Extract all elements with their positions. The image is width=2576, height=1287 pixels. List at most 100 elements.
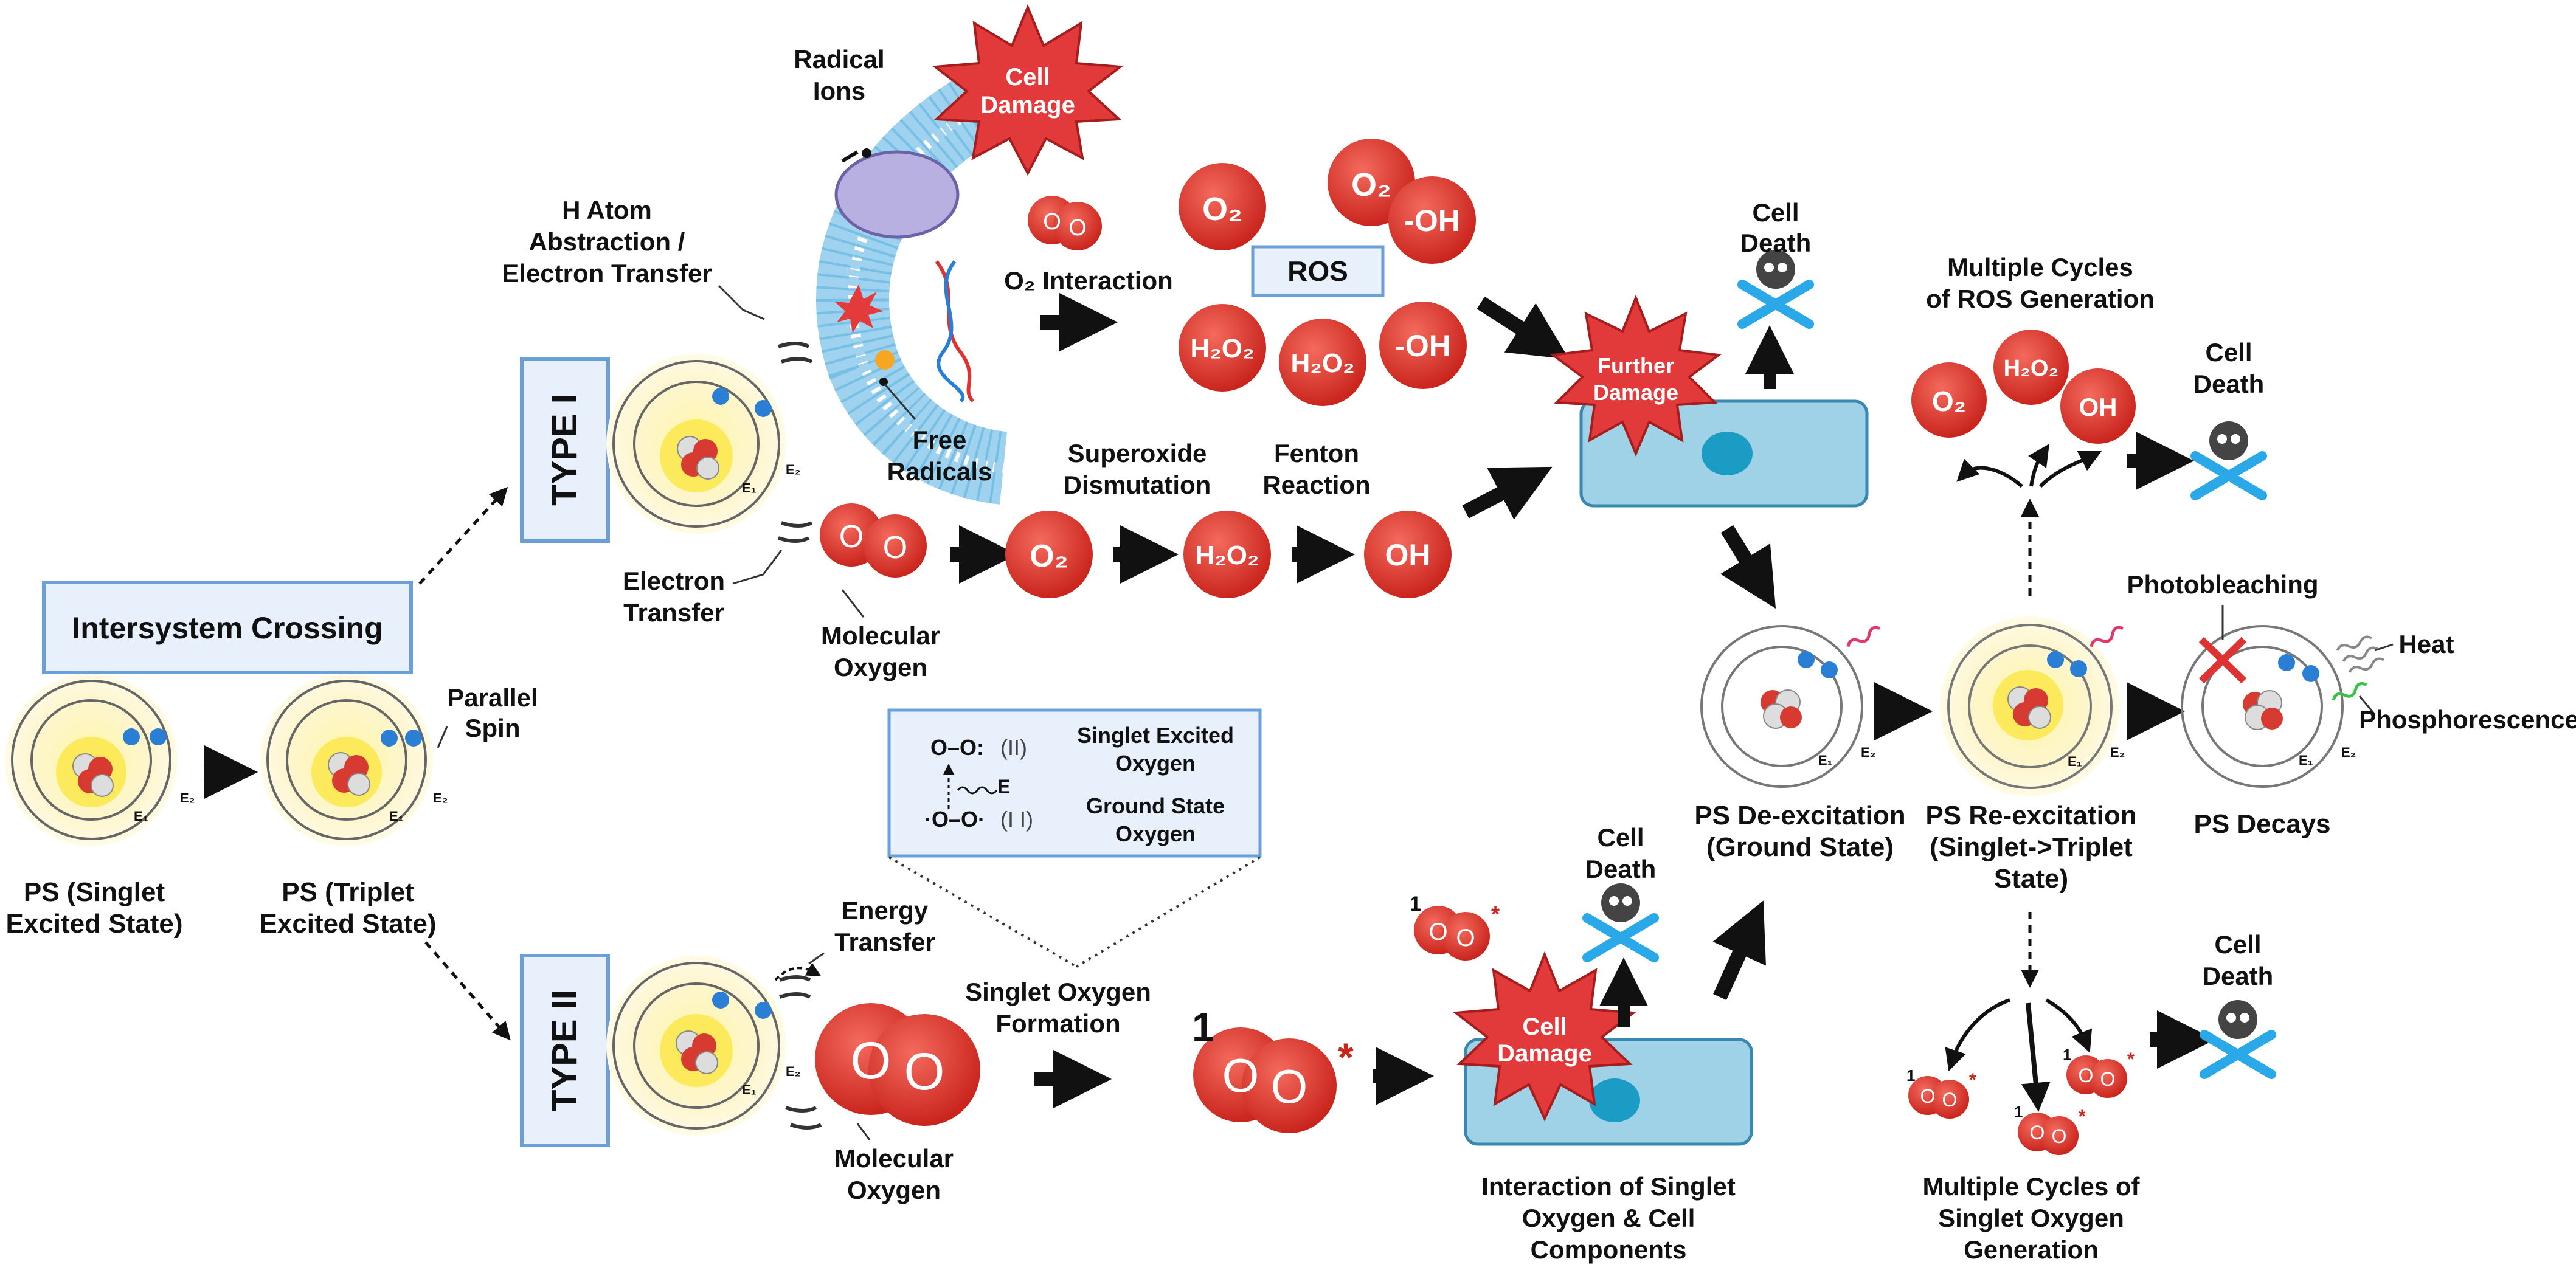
e2-label: E₂	[180, 790, 195, 806]
o-atom-label: O	[1920, 1085, 1936, 1107]
photobleaching-label: Photobleaching	[2127, 570, 2319, 599]
superoxide-ball	[1005, 511, 1093, 598]
electron-transfer-leader	[732, 550, 783, 585]
radical-ions-label-2: Ions	[813, 77, 865, 105]
to-type1-arrow	[418, 486, 508, 585]
skull-crossbones-icon-4	[2200, 1000, 2276, 1079]
cell-damage-label: Cell	[1522, 1013, 1567, 1040]
cell-death-label: Cell	[1597, 823, 1644, 852]
ros-to-damage-arrow	[1477, 296, 1570, 359]
singlet-branch-arrow-2	[2021, 1002, 2051, 1112]
parallel-spin-label: Parallel	[447, 683, 538, 712]
h2o2-label: H₂O₂	[1190, 334, 1254, 364]
type2-ps-atom: E₁ E₂	[606, 956, 822, 1136]
interaction-label: Interaction of Singlet	[1481, 1172, 1736, 1201]
heat-wave-icon	[2336, 635, 2384, 673]
e2-label: E₂	[1861, 745, 1875, 760]
damage-burst-icon	[834, 285, 883, 333]
cell-death-label-2: Death	[1585, 855, 1657, 883]
cell-death-label: Cell	[2214, 930, 2261, 959]
multi-ros-superoxide	[1911, 362, 1987, 438]
o-atom-label: O	[851, 1032, 892, 1090]
e2-label: E₂	[2341, 745, 2356, 760]
energy-transfer-label: Energy	[842, 896, 929, 925]
radical-ion-dot	[862, 148, 871, 158]
heat-leader	[2374, 643, 2394, 652]
type1-box: TYPE I	[520, 357, 610, 543]
ps-deexcitation-atom: E₁ E₂	[1700, 625, 1880, 788]
electron-transfer-label-2: Transfer	[623, 598, 724, 627]
energy-transfer-leader	[808, 952, 825, 965]
radical-ions-label: Radical	[794, 45, 884, 74]
ps-reexcitation-atom: E₁ E₂	[1940, 616, 2125, 796]
ros-cluster: O₂ O₂ -OH H₂O₂ H₂O₂ -OH ROS	[1179, 139, 1476, 406]
free-radicals-label: Free	[913, 426, 967, 454]
e1-label: E₁	[2068, 754, 2082, 769]
oh-to-cell-arrow	[1462, 466, 1553, 520]
singlet-superscript: 1	[2063, 1046, 2071, 1064]
o-atom-label: O	[1271, 1060, 1308, 1113]
o-atom-label: O	[1942, 1089, 1958, 1111]
h2o2-label: H₂O₂	[1195, 540, 1259, 570]
type1-label: TYPE I	[545, 394, 584, 506]
ps-triplet-label: PS (Triplet	[282, 877, 414, 907]
interaction-label-3: Components	[1531, 1235, 1687, 1264]
free-radicals-label-2: Radicals	[887, 457, 992, 486]
deexcitation-label: PS De-excitation	[1694, 801, 1905, 830]
h2o2-ball	[1183, 511, 1271, 598]
excited-star: *	[1491, 902, 1500, 926]
ground-o-o-formula: ·O–O·	[924, 807, 985, 832]
singlet-o-o-formula: O–O:	[930, 735, 984, 760]
o-atom-label: O	[839, 519, 864, 554]
singlet-superscript: 1	[1410, 892, 1421, 916]
reexcitation-label: PS Re-excitation	[1925, 801, 2136, 830]
further-damage-star: Further Damage	[1549, 294, 1722, 457]
reexc-branch-arrow-3	[2038, 450, 2102, 488]
skull-crossbones-icon-2	[2190, 421, 2267, 500]
excited-star: *	[1969, 1070, 1976, 1090]
deexcitation-label-2: (Ground State)	[1706, 832, 1894, 862]
cell-damage-star-bottom: Cell Damage	[1452, 951, 1637, 1122]
ros-label: ROS	[1287, 255, 1348, 287]
singlet-excited-label: Singlet Excited	[1077, 723, 1234, 748]
cell-to-deexcitation-arrow	[1720, 525, 1776, 609]
singlet-excited-label-2: Oxygen	[1115, 751, 1196, 776]
molecular-oxygen-label-2: Oxygen	[834, 653, 927, 681]
cell2-to-deexcitation-arrow	[1712, 900, 1766, 1000]
e2-label: E₂	[433, 790, 448, 806]
o-atom-label: O	[2030, 1122, 2045, 1144]
ps-decays-label: PS Decays	[2193, 809, 2330, 839]
e1-label: E₁	[2299, 753, 2313, 768]
singlet-spin-marker: (II)	[1000, 735, 1027, 760]
inset-energy-wave	[957, 786, 998, 795]
parallel-spin-label-2: Spin	[465, 714, 521, 742]
h-atom-label: H Atom	[562, 196, 652, 224]
e2-label: E₂	[786, 462, 800, 477]
multi-singlet-oxygen-2: O O 1 *	[2014, 1103, 2086, 1155]
phosphorescence-wave-icon	[2332, 681, 2367, 701]
reexc-branch-arrow-2	[2028, 444, 2049, 487]
o2-molecule-small: O O	[1028, 196, 1102, 250]
multi-ros-label-2: of ROS Generation	[1926, 285, 2155, 313]
type1-molecular-oxygen: O O	[820, 503, 927, 578]
ground-state-label-2: Oxygen	[1115, 821, 1196, 846]
parallel-spin-leader	[437, 726, 448, 748]
multi-singlet-label-3: Generation	[1964, 1235, 2099, 1264]
type2-molecular-oxygen-label-2: Oxygen	[847, 1176, 941, 1204]
singlet-branch-arrow-3	[2045, 998, 2093, 1053]
o2-interaction-label: O₂ Interaction	[1004, 266, 1173, 295]
inset-e-label: E	[997, 776, 1010, 798]
molecular-oxygen-leader	[841, 589, 865, 618]
multi-ros-h2o2	[1993, 330, 2069, 405]
h2o2-label: H₂O₂	[2004, 356, 2059, 381]
ps-singlet-label: PS (Singlet	[24, 877, 165, 907]
free-radicals-leader	[884, 384, 916, 420]
h-atom-label-3: Electron Transfer	[502, 259, 712, 288]
free-radical-dot	[875, 350, 895, 370]
o-atom-label: O	[1222, 1049, 1259, 1102]
type2-box: TYPE II	[520, 954, 610, 1147]
e1-label: E₁	[1818, 753, 1833, 768]
molecular-oxygen-label: Molecular	[821, 621, 940, 650]
singlet-formation-label-2: Formation	[995, 1009, 1120, 1038]
ground-spin-marker: (I I)	[1000, 807, 1033, 832]
